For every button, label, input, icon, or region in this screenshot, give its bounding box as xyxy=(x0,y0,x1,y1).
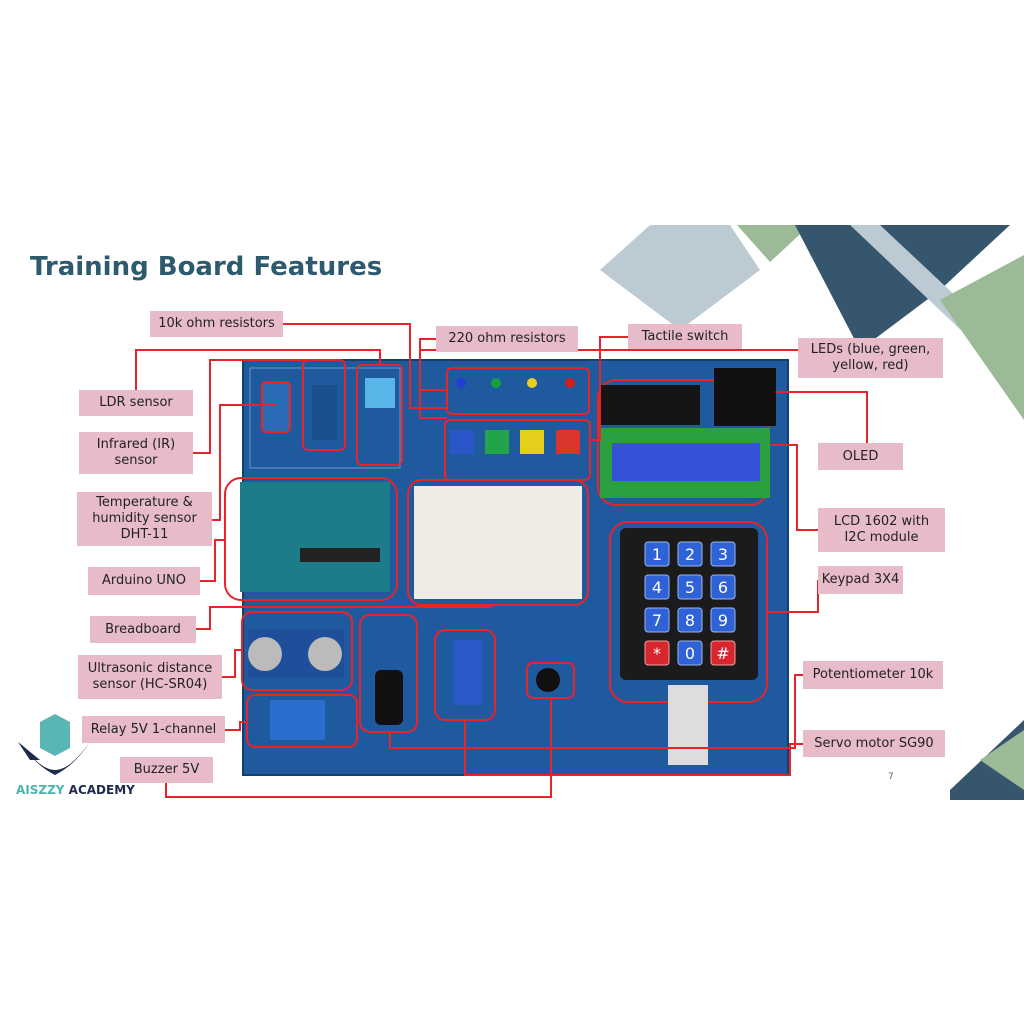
label-lcd: LCD 1602 with I2C module xyxy=(818,508,945,552)
keypad-key-label: * xyxy=(653,644,661,663)
decorative-shapes xyxy=(600,225,1024,800)
keypad-key xyxy=(644,541,670,567)
logo-text-part1: AISZZY xyxy=(16,783,65,797)
page-number: 7 xyxy=(888,772,894,782)
label-10k-ohm-resistors: 10k ohm resistors xyxy=(150,311,283,337)
keypad-key xyxy=(644,607,670,633)
keypad-key xyxy=(644,640,670,666)
keypad-key-label: 8 xyxy=(685,611,695,630)
label-leds: LEDs (blue, green, yellow, red) xyxy=(798,338,943,378)
keypad-key xyxy=(677,574,703,600)
keypad-keys: 1 2 3 4 5 6 7 8 9 * 0 # xyxy=(644,541,736,666)
keypad-key-label: 4 xyxy=(652,578,662,597)
label-tactile-switch: Tactile switch xyxy=(628,324,742,349)
logo-text: AISZZY ACADEMY xyxy=(16,783,135,797)
label-220-ohm-resistors: 220 ohm resistors xyxy=(436,326,578,352)
keypad-key-label: 2 xyxy=(685,545,695,564)
keypad-key-label: 9 xyxy=(718,611,728,630)
keypad-key xyxy=(677,640,703,666)
keypad-key xyxy=(710,541,736,567)
keypad-key-label: 5 xyxy=(685,578,695,597)
label-ldr-sensor: LDR sensor xyxy=(79,390,193,416)
label-buzzer: Buzzer 5V xyxy=(120,757,213,783)
label-breadboard: Breadboard xyxy=(90,616,196,643)
label-arduino-uno: Arduino UNO xyxy=(88,567,200,595)
keypad-key-label: 0 xyxy=(685,644,695,663)
logo-text-part2: ACADEMY xyxy=(64,783,135,797)
slide-title: Training Board Features xyxy=(30,252,383,282)
keypad-key-label: # xyxy=(716,644,729,663)
keypad-key xyxy=(710,640,736,666)
label-keypad: Keypad 3X4 xyxy=(818,566,903,594)
label-potentiometer: Potentiometer 10k xyxy=(803,661,943,689)
keypad-key-label: 7 xyxy=(652,611,662,630)
label-relay: Relay 5V 1-channel xyxy=(82,716,225,743)
keypad-key xyxy=(710,574,736,600)
keypad-key xyxy=(710,607,736,633)
label-ir-sensor: Infrared (IR) sensor xyxy=(79,432,193,474)
aiszzy-academy-logo xyxy=(18,714,90,775)
training-board-photo: 1 2 3 4 5 6 7 8 9 * 0 # xyxy=(224,359,789,776)
keypad-key xyxy=(677,541,703,567)
label-servo: Servo motor SG90 xyxy=(803,730,945,757)
keypad-key xyxy=(677,607,703,633)
keypad-key xyxy=(644,574,670,600)
label-ultrasonic: Ultrasonic distance sensor (HC-SR04) xyxy=(78,655,222,699)
keypad-key-label: 6 xyxy=(718,578,728,597)
label-oled: OLED xyxy=(818,443,903,470)
label-dht11: Temperature & humidity sensor DHT-11 xyxy=(77,492,212,546)
keypad-key-label: 3 xyxy=(718,545,728,564)
keypad-key-label: 1 xyxy=(652,545,662,564)
